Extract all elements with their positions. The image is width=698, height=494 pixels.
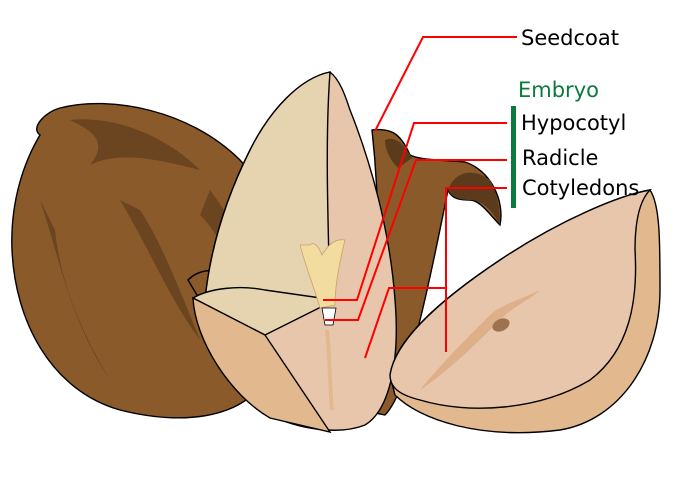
- cut-seed: [191, 71, 397, 434]
- label-embryo: Embryo: [518, 78, 599, 102]
- cotyledons-leader-line: [445, 187, 507, 352]
- label-radicle: Radicle: [522, 146, 598, 170]
- cotyledon-half: [389, 188, 661, 434]
- label-cotyledons: Cotyledons: [522, 176, 639, 200]
- label-hypocotyl: Hypocotyl: [521, 111, 626, 135]
- radicle-leader-line: [325, 159, 507, 321]
- seedcoat-leader-line: [374, 36, 517, 132]
- label-seedcoat: Seedcoat: [521, 26, 619, 50]
- embryo-bracket: [511, 106, 516, 208]
- cotyledons-leader-branch: [364, 287, 446, 359]
- hypocotyl-leader-line: [323, 122, 507, 301]
